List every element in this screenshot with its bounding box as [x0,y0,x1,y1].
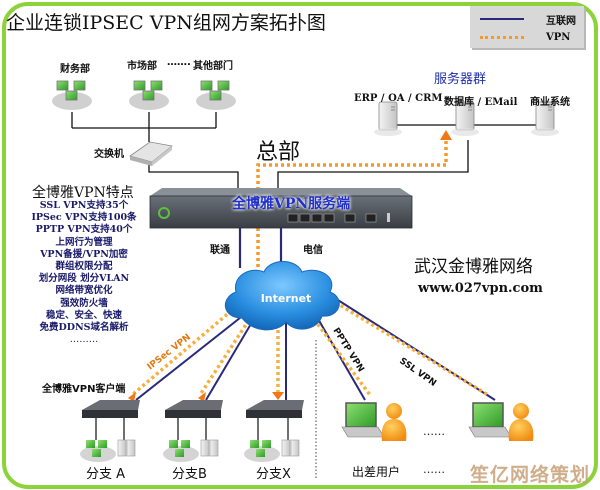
feature-item: 免费DDNS域名解析 [39,322,129,334]
feature-item: 强效防火墙 [60,297,108,309]
legend-label: VPN [546,31,571,43]
feature-item: 稳定、安全、快速 [45,309,122,321]
feature-item: VPN备援/VPN加密 [40,248,128,260]
features-list: SSL VPN支持35个 IPSec VPN支持100条 PPTP VPN支持4… [18,200,150,346]
vpn-server-label: 全博雅VPN服务端 [232,196,351,212]
server-erp-icon [374,101,402,136]
legend-item-internet: 互联网 [480,12,576,27]
internet-label: Internet [261,292,312,305]
watermark: 笙亿网络策划 [470,464,591,486]
branch-label-b: 分支B [172,467,207,482]
hq-lan-lines [71,112,239,196]
solid-line-swatch [480,18,524,20]
switch-label: 交换机 [94,149,124,160]
features-title: 全博雅VPN特点 [32,185,134,201]
ipsec-vpn-label: IPSec VPN [146,332,193,372]
vpn-server-device [149,188,413,229]
server-database-icon [451,101,479,136]
headquarters-label: 总部 [256,140,301,165]
dept-label-marketing: 市场部 [127,61,157,72]
mobile-user-label: 出差用户 [352,465,401,479]
legend: 互联网 VPN [470,6,584,48]
branch-a-devices [80,439,136,462]
feature-item: 网络带宽优化 [55,285,113,297]
legend-item-vpn: VPN [480,30,570,44]
page-title: 企业连锁IPSEC VPN组网方案拓扑图 [6,12,326,34]
feature-item: ……… [69,334,99,346]
branch-b-devices [163,439,219,462]
server-business-icon [531,101,559,136]
feature-item: 群组权限分配 [55,261,113,273]
dept-ellipsis: ……. [167,57,191,68]
branch-router-x-icon [246,400,304,418]
server-label-erp: ERP / OA / CRM [354,93,443,104]
server-label-database: 数据库 / EMail [444,97,518,108]
vpn-arrow-up-icon [440,130,452,140]
branch-label-a: 分支 A [86,467,126,482]
vpn-client-label: 全博雅VPN客户端 [42,384,126,395]
branch-label-x: 分支X [256,467,291,482]
internet-cloud-icon [225,261,340,331]
branch-x-devices [244,439,300,462]
feature-item: 划分网段 划分VLAN [38,273,130,285]
feature-item: SSL VPN支持35个 [39,200,129,211]
server-label-business: 商业系统 [530,97,570,108]
server-lines [277,124,545,196]
dept-pc-cluster-marketing [129,80,169,110]
dept-label-finance: 财务部 [60,64,90,75]
feature-item: PPTP VPN支持40个 [35,224,133,236]
feature-item: IPSec VPN支持100条 [31,212,137,224]
mobile-ellipsis: …… [423,425,445,438]
isp-label-unicom: 联通 [210,245,230,256]
company-url[interactable]: www.027vpn.com [418,281,543,296]
server-group-title: 服务器群 [434,72,487,87]
vpn-arrow-branch-a-icon [128,392,136,402]
dotted-line-swatch [480,35,524,39]
branch-lan-lines [95,418,289,440]
company-name: 武汉金博雅网络 [414,257,533,277]
mobile-user-2-icon [468,402,534,441]
dept-pc-cluster-finance [52,80,92,110]
vpn-arrow-branch-x-icon [272,392,284,400]
mobile-user-1-icon [341,402,407,441]
isp-label-telecom: 电信 [303,245,323,256]
isp-lines [238,228,283,268]
dept-pc-cluster-other [196,80,236,110]
dept-label-other: 其他部门 [193,61,233,72]
mobile-ellipsis-bottom: …… [423,463,445,476]
feature-item: 上网行为管理 [55,236,113,248]
ssl-vpn-label: SSL VPN [397,356,438,389]
branch-router-b-icon [165,400,223,418]
branch-router-a-icon [82,400,140,418]
switch-icon [129,141,173,166]
vpn-arrow-branch-b-icon [198,392,206,402]
legend-label: 互联网 [546,15,576,27]
